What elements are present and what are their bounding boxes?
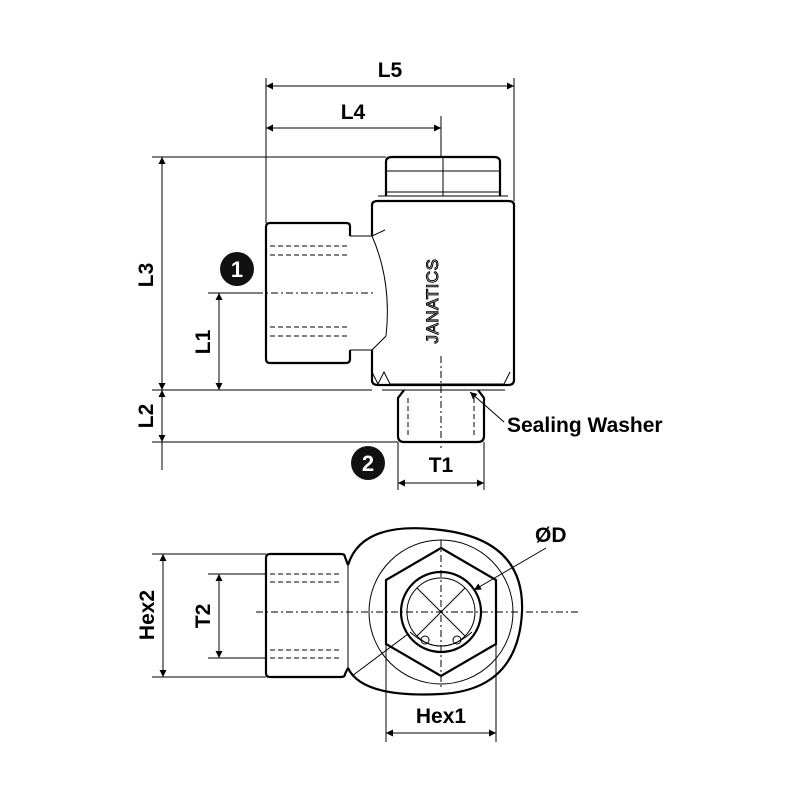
svg-text:1: 1 (231, 257, 243, 282)
side-view: JANATICS Sealing Washer (256, 155, 663, 448)
dim-L1: L1 (192, 329, 215, 354)
dim-Hex2: Hex2 (136, 590, 159, 640)
port-badge-1: 1 (220, 252, 254, 286)
sealing-washer-label: Sealing Washer (507, 414, 663, 437)
dim-T2: T2 (192, 604, 215, 629)
port-badge-2: 2 (351, 446, 385, 480)
dim-L4: L4 (341, 101, 366, 124)
top-view: ØD (256, 524, 580, 696)
top-body-circle (346, 527, 524, 696)
svg-text:2: 2 (362, 451, 374, 476)
dim-L3: L3 (135, 263, 158, 288)
dim-L5: L5 (378, 59, 403, 82)
top-dimensions: Hex2 T2 Hex1 (136, 553, 497, 742)
side-dimensions: L5 L4 L3 L1 L2 T1 (135, 59, 515, 490)
dim-OD: ØD (535, 524, 567, 547)
dim-Hex1: Hex1 (416, 705, 467, 728)
brand-text: JANATICS (423, 259, 442, 344)
dim-L2: L2 (135, 404, 158, 429)
valve-body (370, 199, 516, 387)
top-side-port (264, 552, 350, 679)
dim-T1: T1 (429, 454, 454, 477)
